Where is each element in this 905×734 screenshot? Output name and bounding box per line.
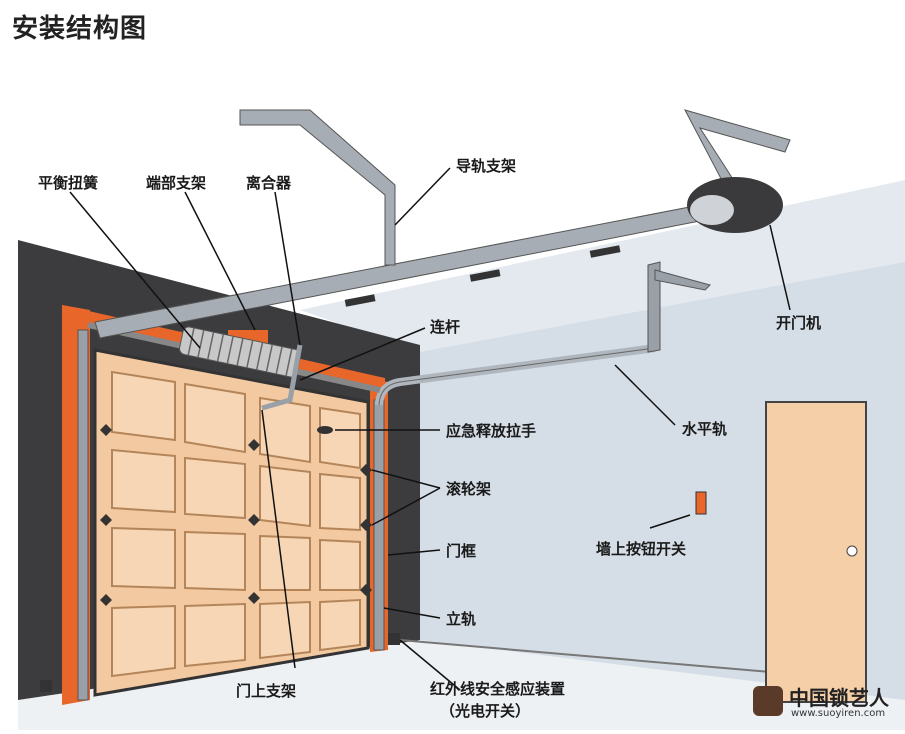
vertical-rail-right <box>373 399 385 651</box>
label-photo-switch: （光电开关） <box>440 702 531 720</box>
watermark-seal-icon <box>753 686 783 716</box>
leader-lines <box>69 167 791 691</box>
label-vertical-rail: 立轨 <box>446 610 477 628</box>
watermark: 中国锁艺人 www.suoyiren.com <box>749 682 899 726</box>
label-connecting-rod: 连杆 <box>430 318 461 336</box>
label-emergency-release: 应急释放拉手 <box>446 422 537 440</box>
label-door-frame: 门框 <box>446 542 477 560</box>
door-knob <box>846 545 858 557</box>
label-rail-bracket: 导轨支架 <box>456 157 517 175</box>
label-horizontal-rail: 水平轨 <box>682 420 728 438</box>
watermark-url: www.suoyiren.com <box>791 708 886 719</box>
wall-switch <box>695 491 707 515</box>
label-door-bracket: 门上支架 <box>236 682 297 700</box>
label-clutch: 离合器 <box>246 174 292 192</box>
label-opener: 开门机 <box>776 314 822 332</box>
label-end-bracket: 端部支架 <box>146 174 207 192</box>
floor-line <box>399 639 771 673</box>
hinges <box>100 424 372 606</box>
ceiling-bracket <box>239 109 396 266</box>
door-panel-grid <box>111 370 361 678</box>
connecting-rod <box>261 344 303 411</box>
label-infrared-sensor: 红外线安全感应装置 <box>430 680 566 698</box>
label-wall-switch: 墙上按钮开关 <box>596 540 687 558</box>
label-torsion-spring: 平衡扭簧 <box>38 174 99 192</box>
vertical-rail-left <box>77 329 89 701</box>
floor <box>18 640 905 730</box>
release-handle <box>317 426 333 434</box>
rail-hanger <box>647 261 661 353</box>
page-title: 安装结构图 <box>12 14 148 44</box>
watermark-brand: 中国锁艺人 <box>789 686 889 710</box>
infrared-sensor <box>388 633 400 645</box>
label-roller-bracket: 滚轮架 <box>446 480 492 498</box>
